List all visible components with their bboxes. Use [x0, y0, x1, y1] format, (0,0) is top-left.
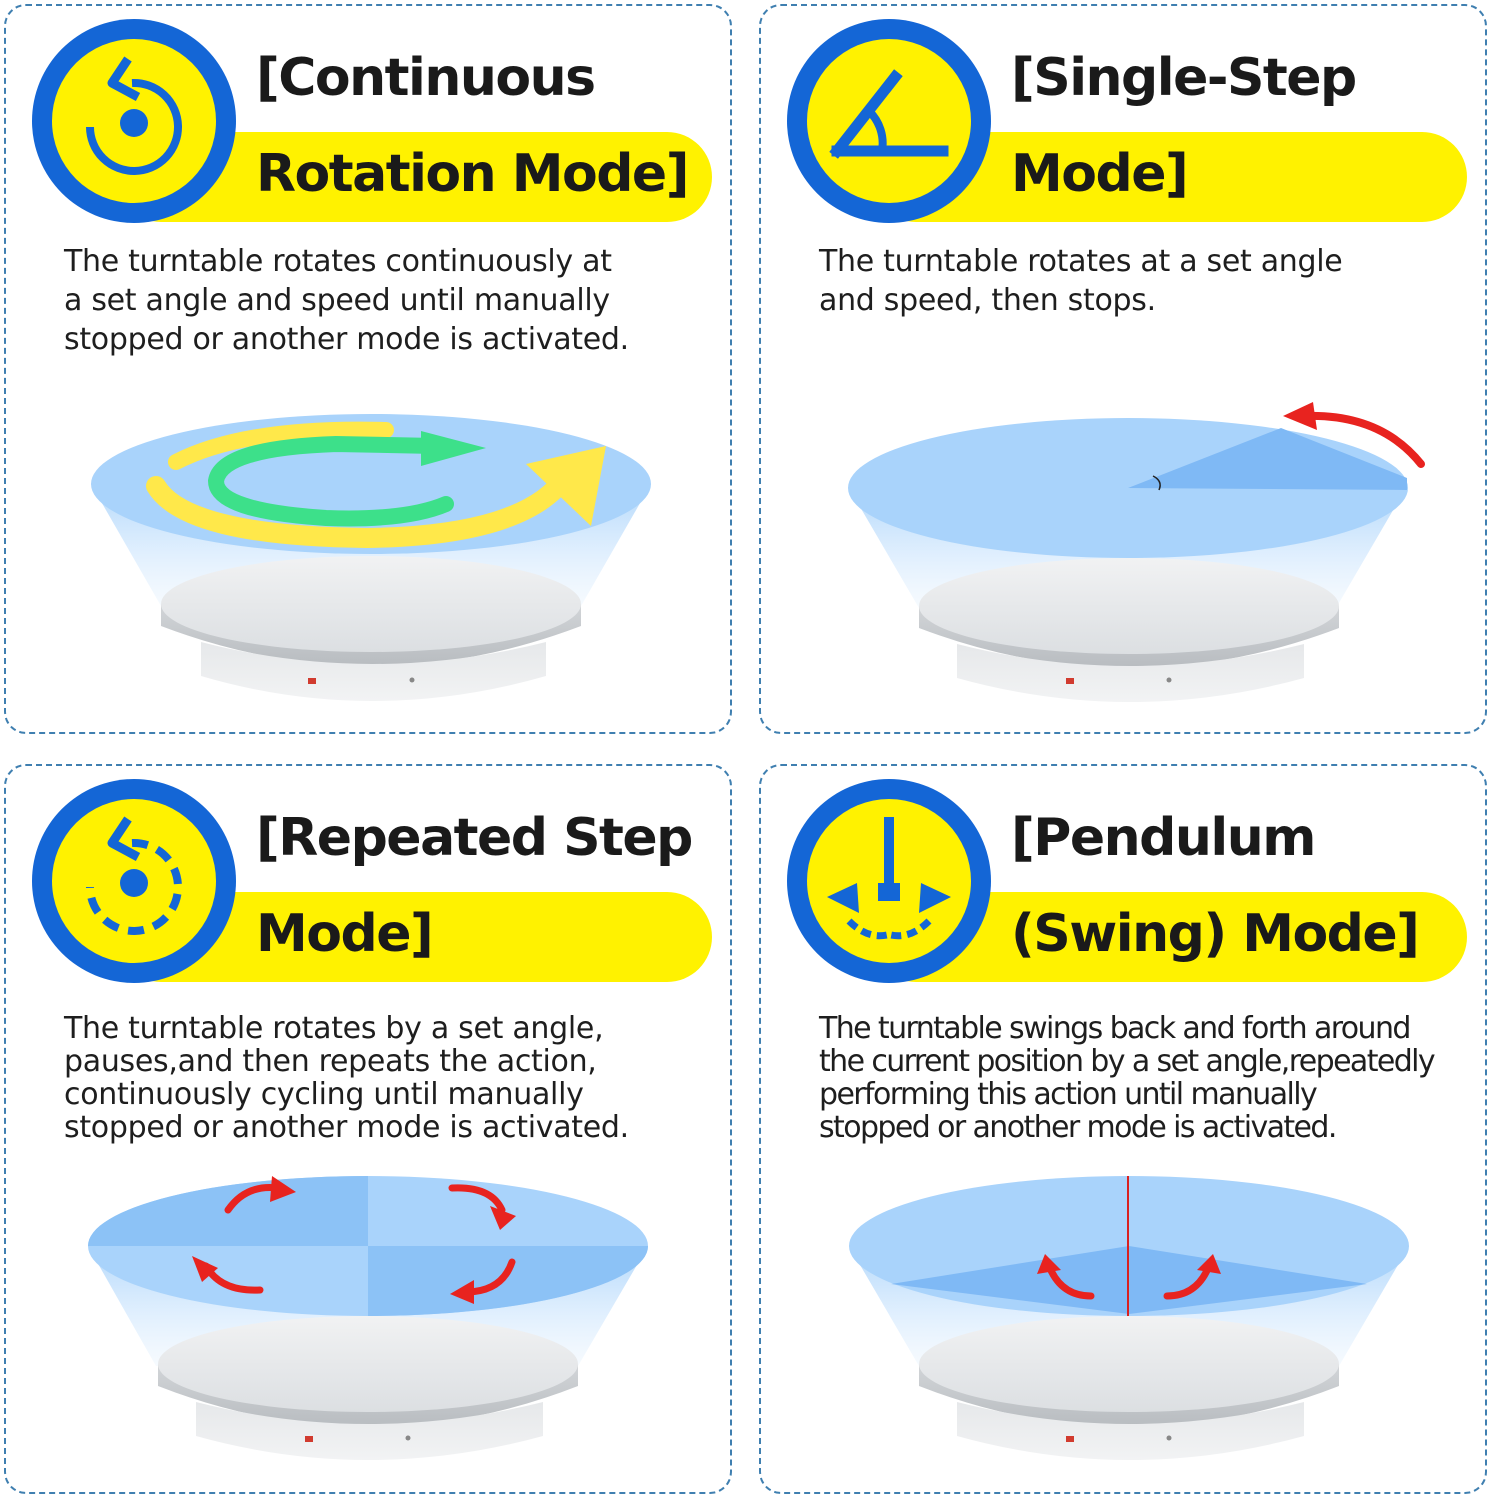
mode-title-line2: Rotation Mode] [256, 144, 689, 204]
repeated-step-panel: [Repeated Step Mode] The turntable rotat… [4, 764, 732, 1494]
turntable-illustration [848, 402, 1425, 702]
continuous-rotation-icon [32, 19, 236, 223]
mode-title-line2: Mode] [256, 904, 434, 964]
pendulum-panel: [Pendulum (Swing) Mode] The turntable sw… [759, 764, 1487, 1494]
angle-icon [787, 19, 991, 223]
mode-description: The turntable swings back and forth arou… [819, 1011, 1436, 1145]
mode-title-line2: Mode] [1011, 144, 1189, 204]
turntable-illustration [91, 414, 651, 701]
continuous-rotation-panel: [Continuous Rotation Mode] The turntable… [4, 4, 732, 734]
mode-title-line1: [Repeated Step [256, 808, 693, 868]
mode-description: The turntable rotates continuously at a … [64, 244, 629, 357]
mode-description: The turntable rotates by a set angle, pa… [64, 1011, 629, 1145]
mode-title-line1: [Single-Step [1011, 48, 1357, 108]
repeated-step-icon [32, 779, 236, 983]
turntable-illustration [849, 1176, 1409, 1460]
turntable-illustration [88, 1176, 648, 1460]
mode-description: The turntable rotates at a set angle and… [819, 244, 1343, 318]
mode-title-line1: [Continuous [256, 48, 596, 108]
mode-title-line1: [Pendulum [1011, 808, 1316, 868]
single-step-panel: [Single-Step Mode] The turntable rotates… [759, 4, 1487, 734]
mode-title-line2: (Swing) Mode] [1011, 904, 1420, 964]
pendulum-icon [787, 779, 991, 983]
